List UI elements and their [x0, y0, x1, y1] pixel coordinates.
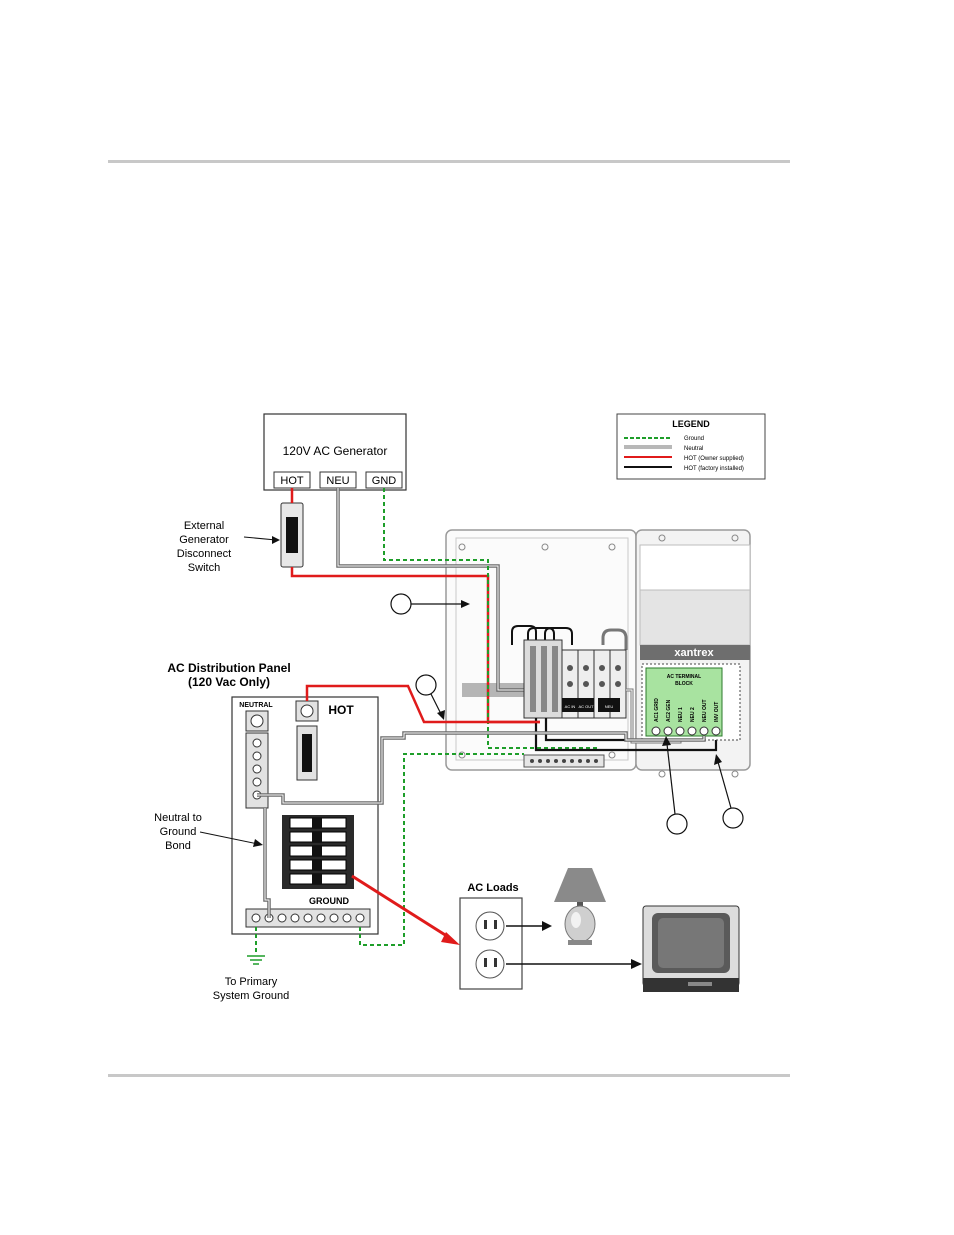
panel-title-line2: (120 Vac Only) [188, 675, 270, 689]
bond-label-3: Bond [165, 840, 191, 852]
breaker-label-ac-out: AC OUT [578, 704, 594, 709]
breaker-label-neu: NEU [605, 704, 614, 709]
legend-title: LEGEND [672, 419, 710, 429]
callout-circle-4 [714, 754, 744, 829]
disconnect-pointer [243, 536, 277, 541]
xantrex-logo: xantrex [674, 647, 714, 659]
terminal-neu-1: NEU 1 [678, 707, 684, 722]
distribution-panel: NEUTRAL HOT GROUND [231, 696, 379, 935]
terminal-ac1-grid: AC1 GRID [654, 698, 660, 722]
generator-hot-terminal: HOT [280, 475, 304, 487]
bond-label-2: Ground [160, 826, 197, 838]
breaker-cluster: AC IN AC OUT NEU [511, 625, 628, 719]
television-icon [642, 905, 740, 992]
bond-label-1: Neutral to [154, 812, 202, 824]
ground-caption-1: To Primary [225, 976, 278, 988]
top-rule [108, 160, 790, 163]
disconnect-label-3: Disconnect [177, 548, 231, 560]
generator-gnd-terminal: GND [372, 475, 397, 487]
ac-terminal-block: AC TERMINAL BLOCK AC1 GRID AC2 GEN NEU 1… [641, 663, 741, 741]
wire-generator-ground [383, 488, 600, 749]
disconnect-label-4: Switch [188, 562, 220, 574]
disconnect-label-2: Generator [179, 534, 229, 546]
generator-box: 120V AC Generator HOT NEU GND [263, 413, 407, 491]
legend-item-hot-owner: HOT (Owner supplied) [684, 456, 744, 462]
breaker-label-ac-in: AC IN [565, 704, 576, 709]
callout-circle-2 [415, 674, 445, 720]
disconnect-label-1: External [184, 520, 224, 532]
generator-neu-terminal: NEU [326, 475, 349, 487]
wire-panel-hot [305, 684, 540, 724]
callout-circle-1 [390, 593, 470, 615]
lamp-icon [554, 868, 606, 945]
legend: LEGEND Ground Neutral HOT (Owner supplie… [616, 413, 766, 480]
terminal-ac2-gen: AC2 GEN [666, 699, 672, 722]
terminal-block-title-1: AC TERMINAL [667, 674, 701, 680]
terminal-block-title-2: BLOCK [675, 681, 693, 687]
bottom-rule [108, 1074, 790, 1077]
disconnect-switch [280, 502, 304, 568]
panel-title-line1: AC Distribution Panel [167, 661, 290, 675]
ground-caption-2: System Ground [213, 990, 289, 1002]
panel-ground-label: GROUND [309, 896, 349, 906]
terminal-neu-out: NEU OUT [702, 700, 708, 723]
panel-neutral-label: NEUTRAL [239, 702, 273, 709]
legend-item-neutral: Neutral [684, 446, 703, 452]
generator-title: 120V AC Generator [283, 444, 388, 458]
panel-hot-label: HOT [328, 703, 354, 717]
terminal-inv-out: INV OUT [714, 702, 720, 722]
legend-item-ground: Ground [684, 436, 704, 442]
breaker-stack [282, 815, 354, 889]
callout-circle-3 [662, 736, 688, 835]
legend-item-hot-factory: HOT (factory installed) [684, 466, 744, 472]
ac-loads-label: AC Loads [467, 882, 518, 894]
outlet [459, 897, 523, 990]
arrow-breakers-to-loads [351, 874, 451, 940]
earth-ground-icon [247, 927, 265, 965]
bond-pointer [199, 831, 259, 845]
terminal-neu-2: NEU 2 [690, 707, 696, 722]
